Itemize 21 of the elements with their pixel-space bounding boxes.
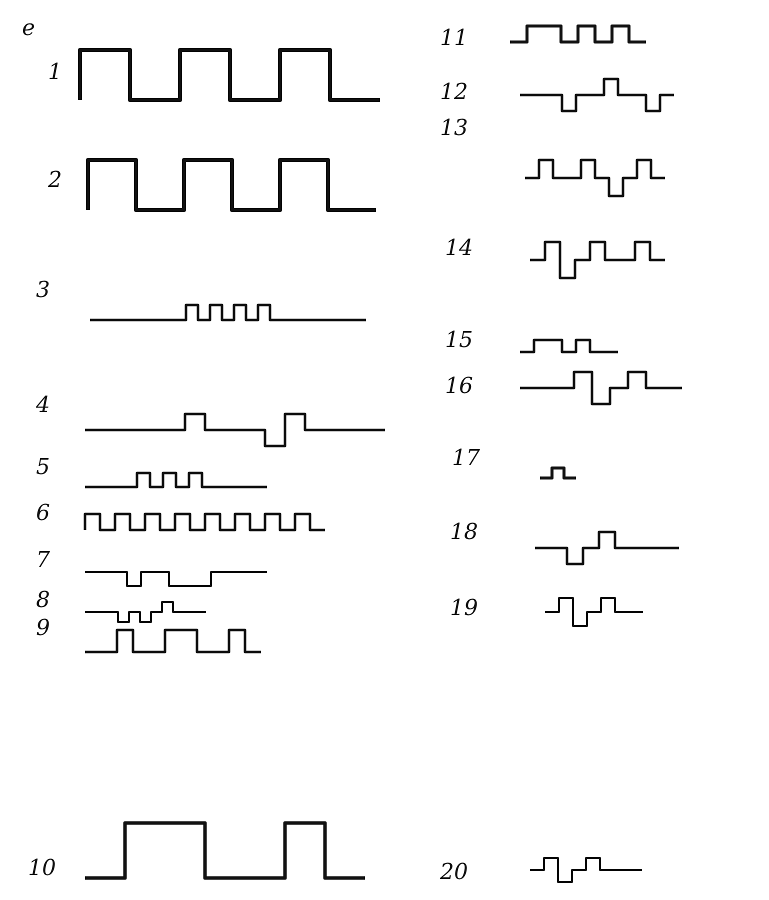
row-number: 9 xyxy=(36,618,50,640)
row-number: 8 xyxy=(36,590,50,612)
row-number: 15 xyxy=(445,330,473,352)
row-number: 4 xyxy=(36,395,50,417)
row-number: 6 xyxy=(36,503,50,525)
row-number: 1 xyxy=(48,62,62,84)
row-number: 5 xyxy=(36,457,50,479)
row-number: 7 xyxy=(36,550,50,572)
row-number: 20 xyxy=(440,862,468,884)
row-number: 10 xyxy=(28,858,56,880)
row-number: 13 xyxy=(440,118,468,140)
row-number: e xyxy=(22,18,36,40)
row-number: 16 xyxy=(445,376,473,398)
row-number: 12 xyxy=(440,82,468,104)
row-number: 11 xyxy=(440,28,468,50)
row-number: 19 xyxy=(450,598,478,620)
row-number: 3 xyxy=(36,280,50,302)
row-number: 17 xyxy=(452,448,480,470)
row-number: 18 xyxy=(450,522,478,544)
row-number: 2 xyxy=(48,170,62,192)
row-number: 14 xyxy=(445,238,473,260)
